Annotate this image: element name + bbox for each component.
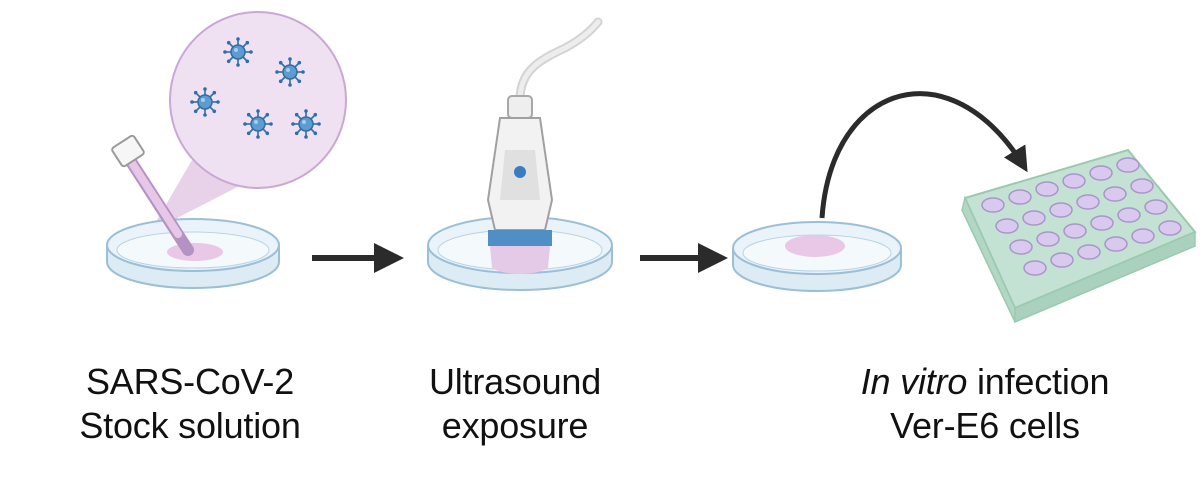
- step3-label: In vitro infection Ver-E6 cells: [800, 360, 1170, 448]
- sample-drop: [785, 235, 845, 257]
- arrow-icon: [819, 91, 1028, 219]
- step3-label-rest: infection: [967, 361, 1110, 402]
- step2-label-line1: Ultrasound: [428, 361, 602, 402]
- step3-label-italic: In vitro: [860, 361, 968, 402]
- pipette-icon: [111, 134, 194, 256]
- step1-label: SARS-CoV-2 Stock solution: [40, 360, 340, 448]
- petri-dish-icon: [732, 221, 902, 292]
- step2-illustration: [427, 17, 613, 291]
- ultrasound-probe-icon: [486, 17, 603, 274]
- step3-label-line1: In vitro infection: [800, 360, 1170, 404]
- well-plate-icon: [961, 148, 1197, 324]
- virus-zoom-bubble: [169, 11, 347, 189]
- sample-drop: [167, 243, 223, 261]
- step1-illustration: [106, 11, 347, 289]
- step2-label-line2: exposure: [441, 405, 589, 446]
- step1-label-line2: Stock solution: [79, 405, 301, 446]
- step3-label-line2: Ver-E6 cells: [890, 405, 1080, 446]
- protocol-diagram: [106, 11, 1197, 324]
- step3-illustration: [732, 91, 1197, 324]
- step1-label-line1: SARS-CoV-2: [85, 361, 295, 402]
- step2-label: Ultrasound exposure: [375, 360, 655, 448]
- petri-dish-icon: [106, 218, 280, 289]
